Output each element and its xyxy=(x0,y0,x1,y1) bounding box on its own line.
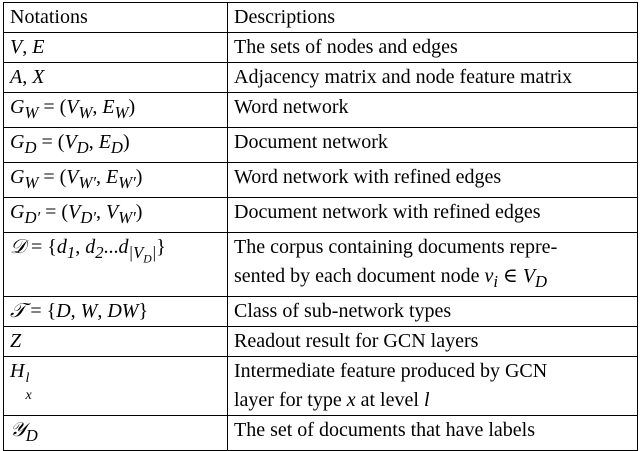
notation-cell: 𝒯 = {D, W, DW} xyxy=(3,296,228,327)
table-row: A, X Adjacency matrix and node feature m… xyxy=(3,62,638,93)
table-row: GW = (VW, EW) Word network xyxy=(3,92,638,128)
table-row: 𝒴D The set of documents that have labels xyxy=(3,415,638,451)
description-cell: The set of documents that have labels xyxy=(227,415,638,451)
description-cell: The corpus containing documents repre-se… xyxy=(227,232,638,297)
description-cell: Word network xyxy=(227,92,638,128)
table-row: 𝒯 = {D, W, DW} Class of sub-network type… xyxy=(3,296,638,327)
notation-cell: A, X xyxy=(3,62,228,93)
description-cell: Document network with refined edges xyxy=(227,197,638,233)
description-cell: Word network with refined edges xyxy=(227,162,638,198)
notation-cell: 𝒴D xyxy=(3,415,228,451)
description-cell: Adjacency matrix and node feature matrix xyxy=(227,62,638,93)
table-row: V, E The sets of nodes and edges xyxy=(3,32,638,63)
notation-table-container: Notations Descriptions V, E The sets of … xyxy=(3,2,638,451)
description-cell: Class of sub-network types xyxy=(227,296,638,327)
notation-cell: GD = (VD, ED) xyxy=(3,127,228,163)
notation-cell: GD′ = (VD′, VW′) xyxy=(3,197,228,233)
header-notations: Notations xyxy=(3,2,228,33)
header-row: Notations Descriptions xyxy=(3,2,638,33)
notation-cell: Z xyxy=(3,326,228,357)
table-row: GD = (VD, ED) Document network xyxy=(3,127,638,163)
notation-cell: V, E xyxy=(3,32,228,63)
table-row: GW = (VW′, EW′) Word network with refine… xyxy=(3,162,638,198)
notation-cell: GW = (VW′, EW′) xyxy=(3,162,228,198)
table-row: 𝒟 = {d1, d2...d|VD|} The corpus containi… xyxy=(3,232,638,297)
description-cell: Readout result for GCN layers xyxy=(227,326,638,357)
notation-cell: GW = (VW, EW) xyxy=(3,92,228,128)
notation-cell: 𝒟 = {d1, d2...d|VD|} xyxy=(3,232,228,297)
header-descriptions: Descriptions xyxy=(227,2,638,33)
notation-table: Notations Descriptions V, E The sets of … xyxy=(3,2,638,451)
table-row: Z Readout result for GCN layers xyxy=(3,326,638,357)
table-row: GD′ = (VD′, VW′) Document network with r… xyxy=(3,197,638,233)
description-cell: The sets of nodes and edges xyxy=(227,32,638,63)
description-cell: Document network xyxy=(227,127,638,163)
